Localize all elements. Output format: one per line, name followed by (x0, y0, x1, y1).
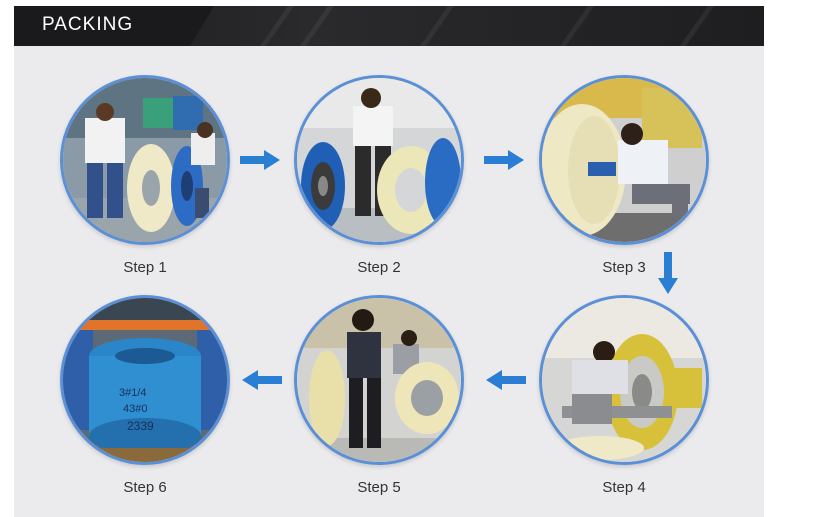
step-3-photo (539, 75, 709, 245)
step-2-photo (294, 75, 464, 245)
header-tab (14, 6, 214, 46)
arrow-right-icon (240, 150, 280, 170)
step-1-photo (60, 75, 230, 245)
step-4-label: Step 4 (602, 479, 646, 496)
arrow-left-icon (486, 370, 526, 390)
step-2: Step 2 (294, 75, 464, 276)
step-5-photo (294, 295, 464, 465)
step-3: Step 3 (539, 75, 709, 276)
step-3-label: Step 3 (602, 259, 646, 276)
step-4: Step 4 (539, 295, 709, 496)
coil-mark-1: 3#1/4 (119, 387, 147, 399)
arrow-down-icon (658, 252, 678, 294)
step-6: 3#1/4 43#0 2339 Step 6 (60, 295, 230, 496)
coil-mark-3: 2339 (127, 419, 154, 433)
step-6-label: Step 6 (123, 479, 167, 496)
section-header: PACKING (14, 6, 764, 46)
step-5-label: Step 5 (357, 479, 401, 496)
arrow-right-icon (484, 150, 524, 170)
section-title: PACKING (42, 14, 134, 35)
arrow-left-icon (242, 370, 282, 390)
step-6-photo: 3#1/4 43#0 2339 (60, 295, 230, 465)
step-2-label: Step 2 (357, 259, 401, 276)
step-5: Step 5 (294, 295, 464, 496)
coil-mark-2: 43#0 (123, 403, 147, 415)
step-1: Step 1 (60, 75, 230, 276)
step-4-photo (539, 295, 709, 465)
step-1-label: Step 1 (123, 259, 167, 276)
